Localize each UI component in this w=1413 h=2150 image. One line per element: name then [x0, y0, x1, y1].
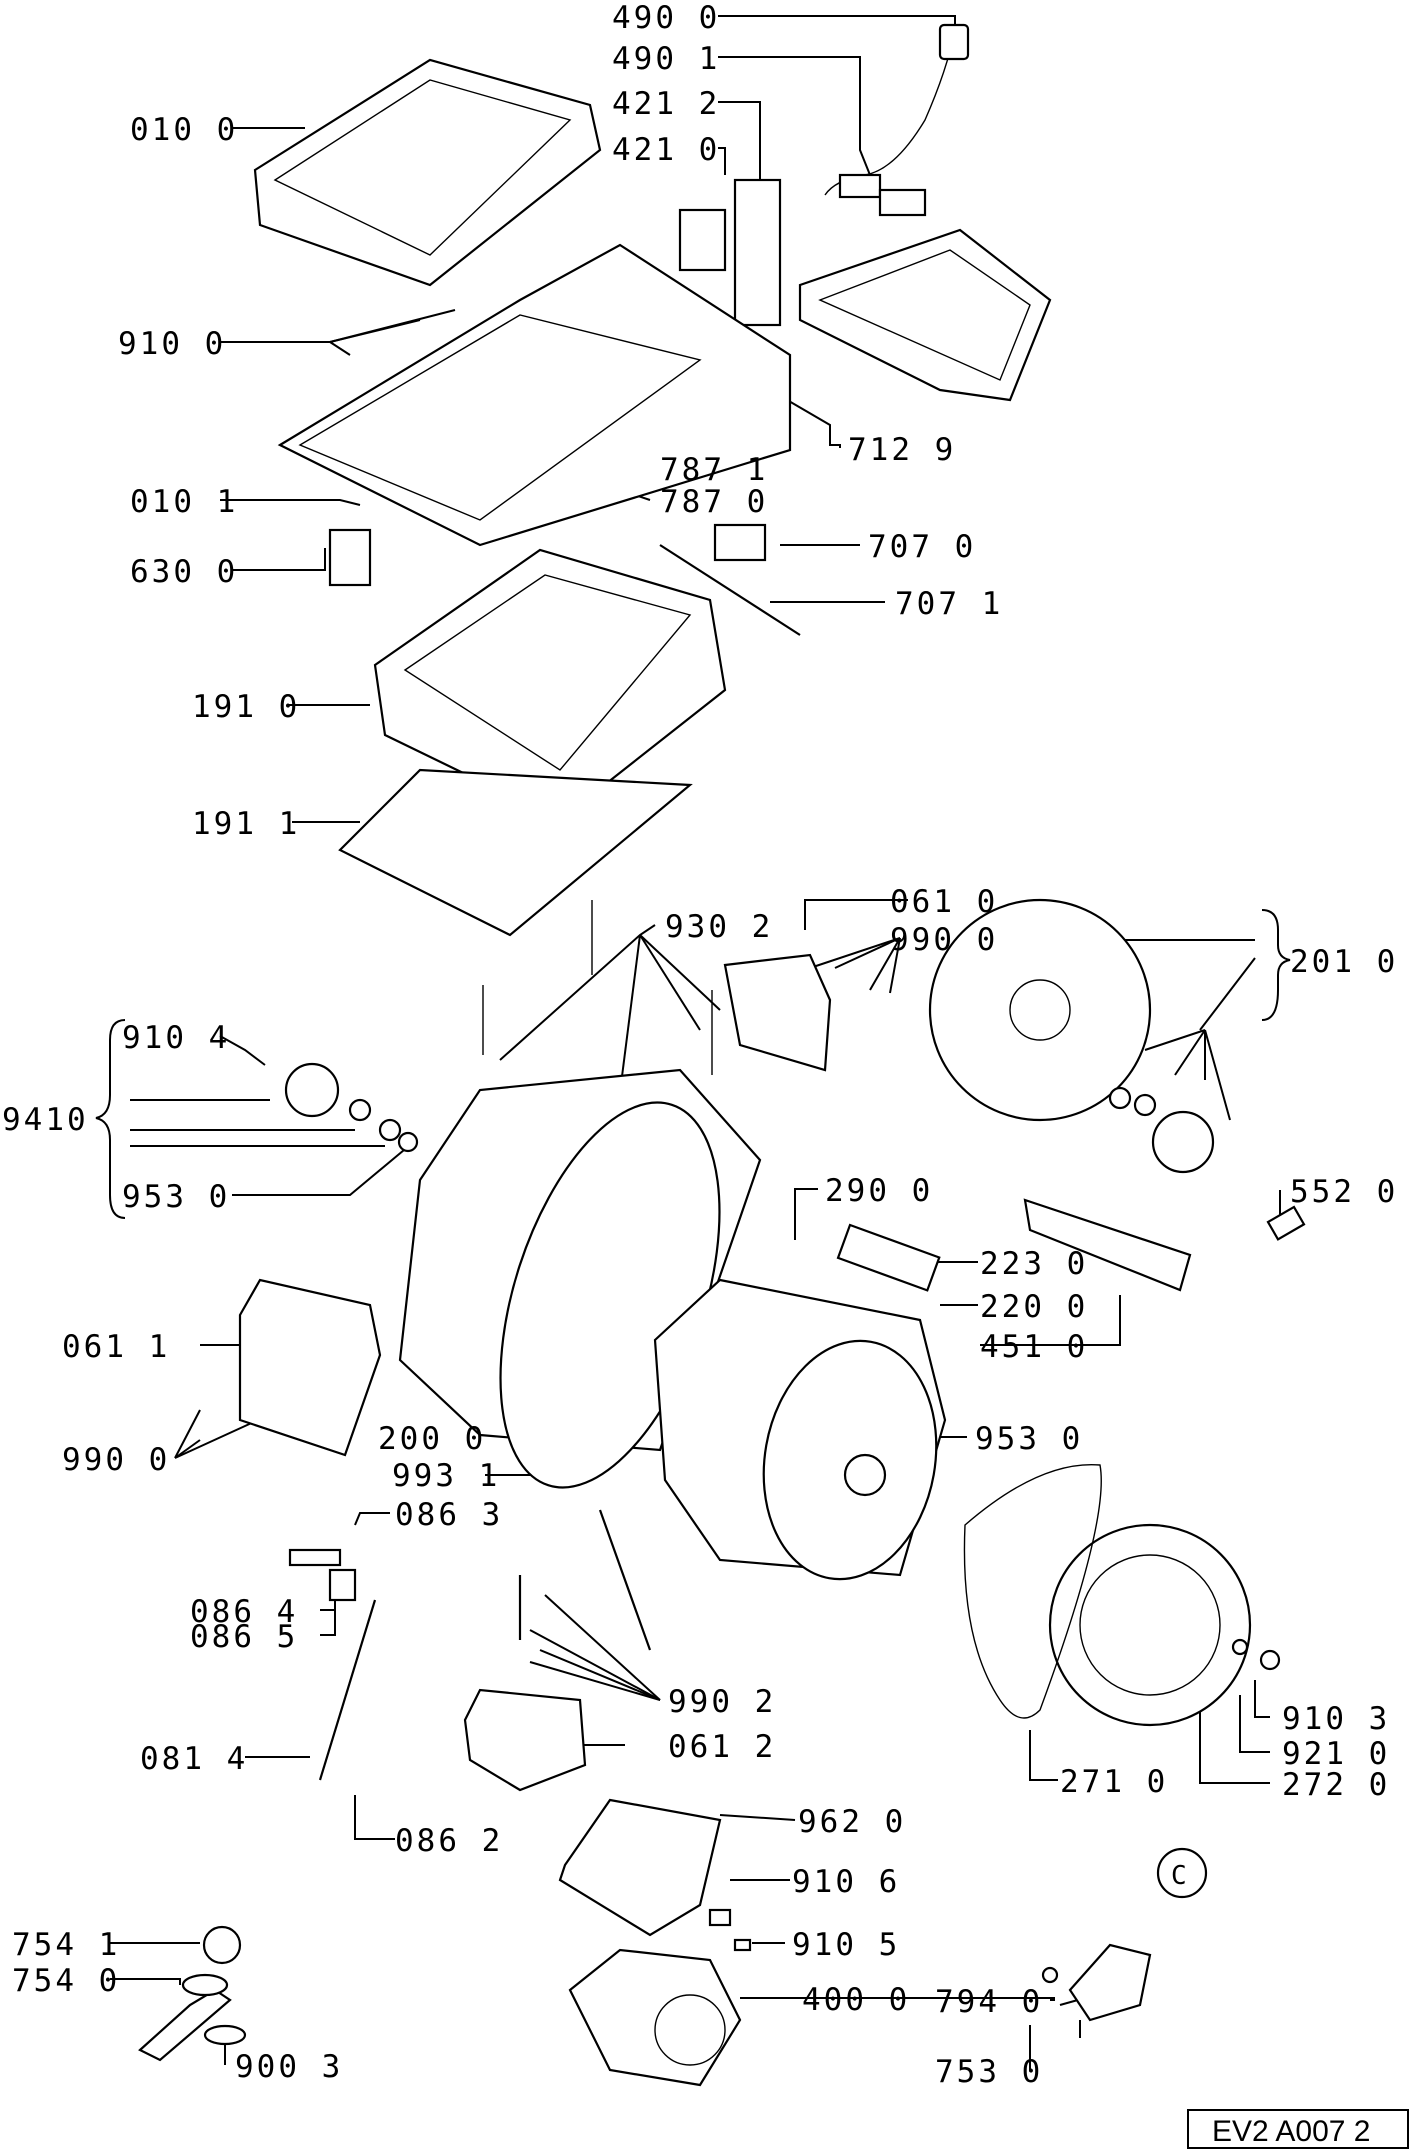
label-191-1: 191 1	[192, 806, 300, 842]
switch-707	[713, 523, 767, 562]
counterweight-061-2	[463, 1688, 587, 1792]
label-223-0: 223 0	[980, 1246, 1088, 1282]
label-630-0: 630 0	[130, 554, 238, 590]
drawing-code-box: EV2 A007 2	[1187, 2109, 1409, 2149]
label-910-6: 910 6	[792, 1864, 900, 1900]
shock-absorber-2	[598, 1509, 652, 1651]
tub-back	[928, 898, 1152, 1122]
dispenser-630	[328, 528, 372, 587]
pulley	[1048, 1523, 1252, 1727]
reference-circle-label: C	[1171, 1861, 1187, 1891]
cord-connector	[838, 173, 882, 199]
filter-421	[678, 208, 727, 272]
label-061-0: 061 0	[890, 884, 998, 920]
top-frame	[277, 243, 792, 547]
parts	[138, 23, 1306, 2087]
label-552-0: 552 0	[1290, 1174, 1398, 1210]
drain-pump	[1068, 1943, 1152, 2022]
bearing-right	[1151, 1110, 1215, 1174]
motor	[568, 1948, 742, 2087]
counterweight-061-1	[238, 1278, 382, 1457]
label-271-0: 271 0	[1060, 1764, 1168, 1800]
counterweight-061-0	[723, 953, 832, 1072]
label-990-2: 990 2	[668, 1684, 776, 1720]
filter-bracket	[733, 178, 782, 327]
label-451-0: 451 0	[980, 1329, 1088, 1365]
reference-circle	[1156, 1847, 1208, 1899]
label-930-2: 930 2	[665, 909, 773, 945]
label-910-0: 910 0	[118, 326, 226, 362]
control-frame	[798, 228, 1052, 402]
label-990-0-top: 990 0	[890, 922, 998, 958]
bearing-left	[284, 1062, 340, 1118]
label-953-0-left: 953 0	[122, 1179, 230, 1215]
label-921-0: 921 0	[1282, 1736, 1390, 1772]
label-086-3: 086 3	[395, 1497, 503, 1533]
label-421-0: 421 0	[612, 132, 720, 168]
top-lid	[253, 58, 602, 287]
label-086-5: 086 5	[190, 1619, 298, 1655]
drum-paddle-223	[836, 1223, 941, 1292]
label-753-0: 753 0	[935, 2054, 1043, 2090]
label-993-1: 993 1	[392, 1458, 500, 1494]
label-900-3: 900 3	[235, 2049, 343, 2085]
label-787-1: 787 1	[660, 452, 768, 488]
power-plug	[938, 23, 970, 61]
label-712-9: 712 9	[848, 432, 956, 468]
brackets	[95, 909, 1291, 1219]
cord-terminal	[878, 188, 927, 217]
drawing-code: EV2 A007 2	[1212, 2115, 1370, 2148]
label-201-0: 201 0	[1290, 944, 1398, 980]
label-081-4: 081 4	[140, 1741, 248, 1777]
label-490-1: 490 1	[612, 41, 720, 77]
power-cord	[824, 29, 956, 196]
label-794-0: 794 0	[935, 1984, 1043, 2020]
label-220-0: 220 0	[980, 1289, 1088, 1325]
label-061-1: 061 1	[62, 1329, 170, 1365]
label-707-1: 707 1	[895, 586, 1003, 622]
label-061-2: 061 2	[668, 1729, 776, 1765]
shock-absorber	[318, 1599, 377, 1781]
tub-cover	[373, 548, 727, 822]
label-9410: 9410	[2, 1102, 89, 1138]
label-754-0: 754 0	[12, 1963, 120, 1999]
drive-belt	[963, 1463, 1102, 1719]
filter-ball	[202, 1925, 242, 1965]
label-191-0: 191 0	[192, 689, 300, 725]
label-787-0: 787 0	[660, 484, 768, 520]
label-707-0: 707 0	[868, 529, 976, 565]
label-086-4: 086 4	[190, 1594, 298, 1630]
label-910-5: 910 5	[792, 1927, 900, 1963]
label-953-0-right: 953 0	[975, 1421, 1083, 1457]
label-910-3: 910 3	[1282, 1701, 1390, 1737]
label-962-0: 962 0	[798, 1804, 906, 1840]
gasket-191	[338, 768, 693, 937]
heat-shield	[558, 1798, 722, 1937]
label-010-1: 010 1	[130, 484, 238, 520]
label-200-0: 200 0	[378, 1421, 486, 1457]
label-010-0: 010 0	[130, 112, 238, 148]
part-labels: 490 0 490 1 421 2 421 0 010 0 910 0 010 …	[2, 0, 1398, 2090]
label-490-0: 490 0	[612, 0, 720, 36]
ntc-sensor	[1266, 1205, 1306, 1241]
label-086-2: 086 2	[395, 1823, 503, 1859]
label-910-4: 910 4	[122, 1020, 230, 1056]
label-400-0: 400 0	[802, 1982, 910, 2018]
label-272-0: 272 0	[1282, 1767, 1390, 1803]
drain-hose	[138, 1988, 232, 2062]
label-421-2: 421 2	[612, 86, 720, 122]
heater	[1023, 1198, 1192, 1292]
label-990-0-left: 990 0	[62, 1442, 170, 1478]
label-754-1: 754 1	[12, 1927, 120, 1963]
label-290-0: 290 0	[825, 1173, 933, 1209]
